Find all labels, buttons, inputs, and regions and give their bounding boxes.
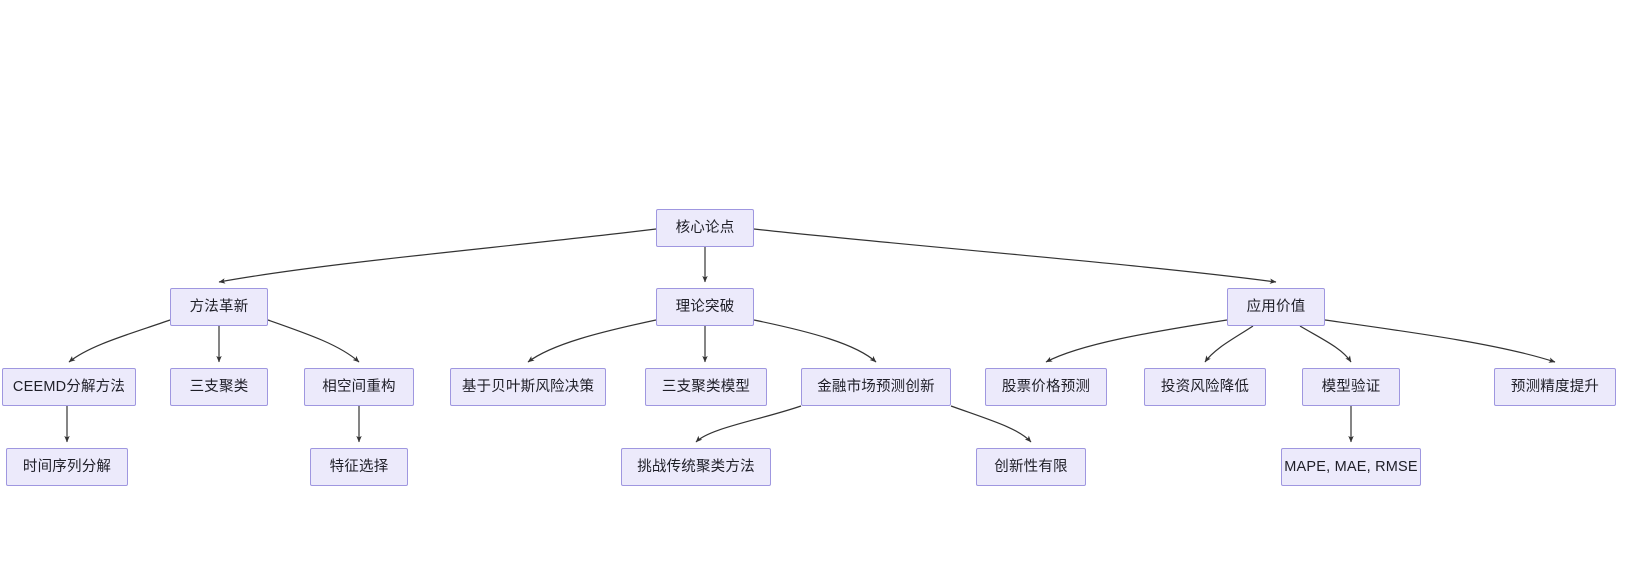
edge-l1a-to-l2a xyxy=(68,319,171,363)
node-label: 挑战传统聚类方法 xyxy=(637,458,755,475)
node-label: 时间序列分解 xyxy=(22,458,112,475)
node-label: CEEMD分解方法 xyxy=(12,378,126,395)
edge-l2f-to-l3d xyxy=(950,405,1032,443)
node-l3d[interactable]: 创新性有限 xyxy=(976,448,1086,486)
node-label: 理论突破 xyxy=(675,298,735,315)
edge-group xyxy=(64,228,1556,443)
edge-l1c-to-l2j xyxy=(1324,319,1556,363)
edge-l1c-to-l2i xyxy=(1299,325,1352,363)
node-label: 股票价格预测 xyxy=(1001,378,1091,395)
node-l3b[interactable]: 特征选择 xyxy=(310,448,408,486)
node-l1b[interactable]: 理论突破 xyxy=(656,288,754,326)
node-label: MAPE, MAE, RMSE xyxy=(1284,458,1418,475)
node-label: 创新性有限 xyxy=(994,458,1068,475)
edge-l2f-to-l3c xyxy=(695,405,802,443)
edge-l1b-to-l2d xyxy=(527,319,657,363)
node-label: 三支聚类 xyxy=(189,378,249,395)
node-l2f[interactable]: 金融市场预测创新 xyxy=(801,368,951,406)
node-l2a[interactable]: CEEMD分解方法 xyxy=(2,368,136,406)
node-label: 核心论点 xyxy=(675,219,735,236)
node-label: 三支聚类模型 xyxy=(661,378,751,395)
node-l2i[interactable]: 模型验证 xyxy=(1302,368,1400,406)
node-l2b[interactable]: 三支聚类 xyxy=(170,368,268,406)
node-root[interactable]: 核心论点 xyxy=(656,209,754,247)
node-l2d[interactable]: 基于贝叶斯风险决策 xyxy=(450,368,606,406)
node-label: 方法革新 xyxy=(189,298,249,315)
node-label: 相空间重构 xyxy=(322,378,396,395)
node-l2g[interactable]: 股票价格预测 xyxy=(985,368,1107,406)
node-label: 金融市场预测创新 xyxy=(817,378,935,395)
node-label: 特征选择 xyxy=(329,458,389,475)
node-l2h[interactable]: 投资风险降低 xyxy=(1144,368,1266,406)
node-label: 基于贝叶斯风险决策 xyxy=(461,378,595,395)
node-l3e[interactable]: MAPE, MAE, RMSE xyxy=(1281,448,1421,486)
edge-l1c-to-l2h xyxy=(1204,325,1254,363)
edge-l1b-to-l2f xyxy=(753,319,877,363)
node-l2c[interactable]: 相空间重构 xyxy=(304,368,414,406)
edge-root-to-l1a xyxy=(218,228,657,284)
node-l1a[interactable]: 方法革新 xyxy=(170,288,268,326)
node-l3a[interactable]: 时间序列分解 xyxy=(6,448,128,486)
node-label: 应用价值 xyxy=(1246,298,1306,315)
node-label: 预测精度提升 xyxy=(1510,378,1600,395)
node-label: 模型验证 xyxy=(1321,378,1381,395)
edge-l1c-to-l2g xyxy=(1045,319,1228,363)
node-label: 投资风险降低 xyxy=(1160,378,1250,395)
node-l2j[interactable]: 预测精度提升 xyxy=(1494,368,1616,406)
edge-root-to-l1c xyxy=(753,228,1277,284)
node-l2e[interactable]: 三支聚类模型 xyxy=(645,368,767,406)
edge-l1a-to-l2c xyxy=(267,319,360,363)
node-l1c[interactable]: 应用价值 xyxy=(1227,288,1325,326)
node-l3c[interactable]: 挑战传统聚类方法 xyxy=(621,448,771,486)
